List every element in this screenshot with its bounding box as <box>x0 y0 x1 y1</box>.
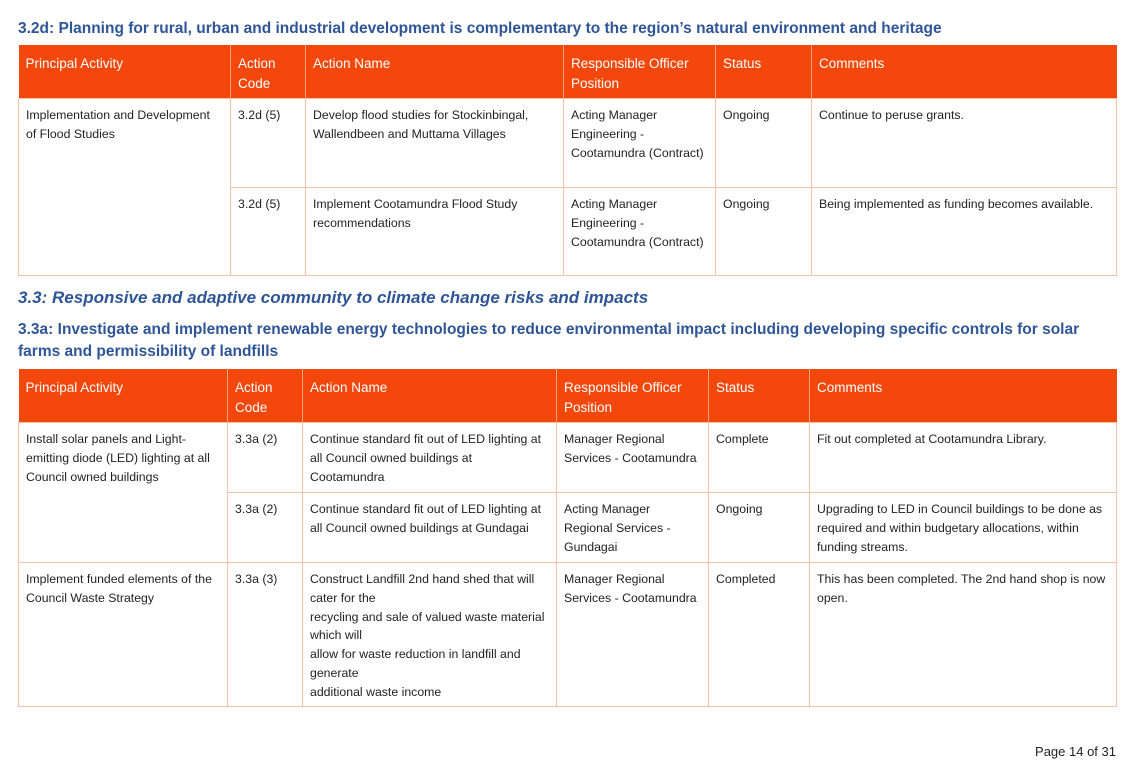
action-name-cell: Implement Cootamundra Flood Study recomm… <box>305 187 564 276</box>
section-heading-3-2d: 3.2d: Planning for rural, urban and indu… <box>18 20 942 37</box>
header-comments: Comments <box>809 369 1117 423</box>
comments-cell: This has been completed. The 2nd hand sh… <box>809 562 1117 707</box>
header-action-name: Action Name <box>302 369 557 423</box>
action-name-line: additional waste income <box>310 684 442 699</box>
officer-cell: Manager Regional Services - Cootamundra <box>556 562 709 707</box>
status-cell: Ongoing <box>708 492 810 563</box>
comments-cell: Fit out completed at Cootamundra Library… <box>809 422 1117 493</box>
action-code-cell: 3.2d (5) <box>230 187 306 276</box>
header-principal-activity: Principal Activity <box>18 369 228 423</box>
table-row: Implementation and Development of Flood … <box>18 98 1117 276</box>
officer-cell: Acting Manager Engineering - Cootamundra… <box>563 187 716 276</box>
section-heading-3-3: 3.3: Responsive and adaptive community t… <box>18 288 649 307</box>
status-cell: Ongoing <box>715 187 812 276</box>
table-header-row: Principal Activity Action Code Action Na… <box>18 45 1117 99</box>
header-responsible-officer: Responsible Officer Position <box>563 45 716 99</box>
action-code-cell: 3.3a (2) <box>227 422 303 493</box>
table-row: 3.3a (2) Continue standard fit out of LE… <box>19 492 1117 563</box>
header-action-code: Action Code <box>227 369 303 423</box>
header-responsible-officer: Responsible Officer Position <box>556 369 709 423</box>
header-status: Status <box>708 369 810 423</box>
action-code-cell: 3.3a (3) <box>227 562 303 707</box>
principal-activity-cell: Install solar panels and Light-emitting … <box>18 422 228 563</box>
comments-cell: Being implemented as funding becomes ava… <box>811 187 1117 276</box>
status-cell: Completed <box>708 562 810 707</box>
comments-cell: Upgrading to LED in Council buildings to… <box>809 492 1117 563</box>
table-row: Implement funded elements of the Council… <box>18 562 1117 707</box>
officer-cell: Acting Manager Regional Services - Gunda… <box>556 492 709 563</box>
action-name-line: Construct Landfill 2nd hand shed that wi… <box>310 572 535 605</box>
action-name-cell: Continue standard fit out of LED lightin… <box>302 492 557 563</box>
table-3-3a: Principal Activity Action Code Action Na… <box>18 369 1117 707</box>
principal-activity-cell: Implementation and Development of Flood … <box>18 98 231 276</box>
action-name-line: recycling and sale of valued waste mater… <box>310 609 545 643</box>
officer-cell: Manager Regional Services - Cootamundra <box>556 422 709 493</box>
page-number: Page 14 of 31 <box>1035 744 1116 759</box>
officer-cell: Acting Manager Engineering - Cootamundra… <box>563 98 716 188</box>
table-3-2d: Principal Activity Action Code Action Na… <box>18 45 1117 276</box>
table-header-row: Principal Activity Action Code Action Na… <box>18 369 1117 423</box>
table-row: Install solar panels and Light-emitting … <box>18 422 1117 563</box>
comments-cell: Continue to peruse grants. <box>811 98 1117 188</box>
action-name-cell: Construct Landfill 2nd hand shed that wi… <box>302 562 557 707</box>
status-cell: Ongoing <box>715 98 812 188</box>
header-principal-activity: Principal Activity <box>18 45 231 99</box>
header-action-name: Action Name <box>305 45 564 99</box>
action-name-line: allow for waste reduction in landfill an… <box>310 647 521 680</box>
header-comments: Comments <box>811 45 1117 99</box>
status-cell: Complete <box>708 422 810 493</box>
table-row: 3.2d (5) Implement Cootamundra Flood Stu… <box>19 187 1117 276</box>
action-name-cell: Develop flood studies for Stockinbingal,… <box>305 98 564 188</box>
principal-activity-cell: Implement funded elements of the Council… <box>18 562 228 707</box>
action-code-cell: 3.3a (2) <box>227 492 303 563</box>
header-status: Status <box>715 45 812 99</box>
section-heading-3-3a: 3.3a: Investigate and implement renewabl… <box>18 321 1080 360</box>
action-name-cell: Continue standard fit out of LED lightin… <box>302 422 557 493</box>
action-code-cell: 3.2d (5) <box>230 98 306 188</box>
header-action-code: Action Code <box>230 45 306 99</box>
